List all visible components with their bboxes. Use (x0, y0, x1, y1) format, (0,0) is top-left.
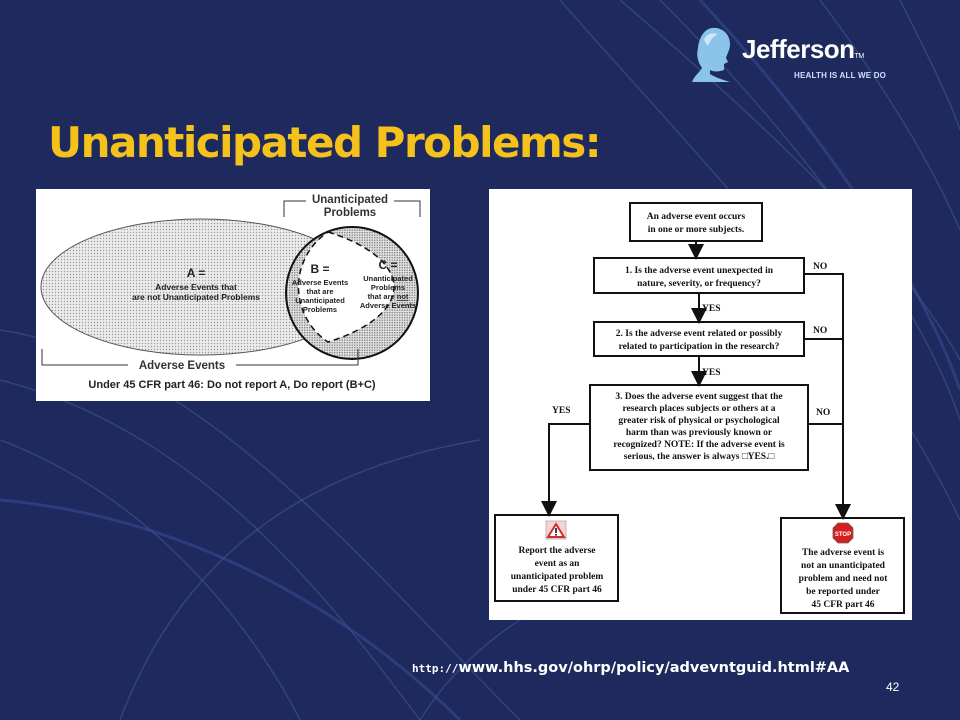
start-line1: An adverse event occurs (647, 212, 746, 222)
q1-line2: nature, severity, or frequency? (637, 279, 761, 289)
logo-wordmark: JeffersonTM (742, 34, 865, 64)
jefferson-logo: JeffersonTM HEALTH IS ALL WE DO (690, 26, 910, 86)
venn-bottom-label: Adverse Events (139, 360, 225, 372)
no-label-q1: NO (813, 262, 827, 272)
jefferson-head-icon (692, 27, 730, 82)
report-line1: Report the adverse (518, 546, 595, 556)
noreport-line3: problem and need not (799, 574, 889, 584)
q3-line5: recognized? NOTE: If the adverse event i… (613, 440, 785, 450)
venn-a-title: A = (187, 266, 206, 280)
slide-title: Unanticipated Problems: (48, 118, 602, 167)
venn-b-line4: Problems (303, 305, 337, 314)
noreport-line5: 45 CFR part 46 (811, 600, 874, 610)
venn-c-title: C = (378, 258, 397, 272)
page-number: 42 (886, 680, 900, 694)
q2-line2: related to participation in the research… (619, 342, 780, 352)
q2-line1: 2. Is the adverse event related or possi… (616, 329, 783, 339)
start-line2: in one or more subjects. (648, 225, 745, 235)
start-box (629, 202, 763, 242)
noreport-line2: not an unanticipated (801, 561, 886, 571)
stop-sign-text: STOP (835, 532, 851, 538)
trademark-mark: TM (854, 53, 865, 60)
venn-top-label-1: Unanticipated (312, 194, 388, 206)
adverse-events-bracket (41, 349, 359, 366)
venn-top-label-2: Problems (324, 207, 376, 219)
q3-line6: serious, the answer is always □YES.□ (624, 452, 775, 462)
noreport-line1: The adverse event is (802, 548, 884, 558)
venn-a-line1: Adverse Events that (155, 282, 237, 292)
warning-icon (545, 520, 567, 540)
stop-sign-icon: STOP (832, 522, 854, 544)
yes-label-q3: YES (552, 406, 570, 416)
venn-c-not: not (397, 292, 409, 301)
overlap-b (297, 231, 395, 343)
venn-a-line2: are not Unanticipated Problems (132, 292, 260, 302)
venn-b-line2: that are (306, 287, 333, 296)
venn-b-line3: Unanticipated (295, 296, 345, 305)
no-label-q2: NO (813, 326, 827, 336)
venn-c-line3: that are not (368, 292, 409, 301)
noreport-line4: be reported under (806, 587, 880, 597)
report-line3: unanticipated problem (511, 572, 604, 582)
venn-c-line4: Adverse Events (360, 301, 416, 310)
logo-tagline: HEALTH IS ALL WE DO (794, 71, 887, 80)
q1-line1: 1. Is the adverse event unexpected in (625, 266, 774, 276)
url-protocol: http:// (412, 662, 459, 675)
report-line2: event as an (535, 559, 581, 569)
q3-line2: research places subjects or others at a (622, 404, 775, 414)
unanticipated-bracket (283, 200, 421, 217)
venn-b-title: B = (310, 262, 329, 276)
url-path: www.hhs.gov/ohrp/policy/advevntguid.html… (458, 660, 850, 676)
venn-diagram: Unanticipated Problems A = Adverse Event… (36, 189, 430, 401)
venn-b-line1: Adverse Events (292, 278, 348, 287)
q3-line3: greater risk of physical or psychologica… (618, 416, 780, 426)
q3-line1: 3. Does the adverse event suggest that t… (615, 392, 782, 402)
venn-c-line1: Unanticipated (363, 274, 413, 283)
source-url-link[interactable]: http://www.hhs.gov/ohrp/policy/advevntgu… (412, 659, 849, 677)
report-line4: under 45 CFR part 46 (512, 585, 602, 595)
venn-footer: Under 45 CFR part 46: Do not report A, D… (88, 379, 375, 391)
yes-label-q2: YES (702, 368, 720, 378)
no-label-q3: NO (816, 408, 830, 418)
venn-c-line2: Problems (371, 283, 405, 292)
yes-label-q1: YES (702, 304, 720, 314)
flowchart: An adverse event occurs in one or more s… (489, 189, 912, 620)
q3-line4: harm than was previously known or (626, 428, 773, 438)
